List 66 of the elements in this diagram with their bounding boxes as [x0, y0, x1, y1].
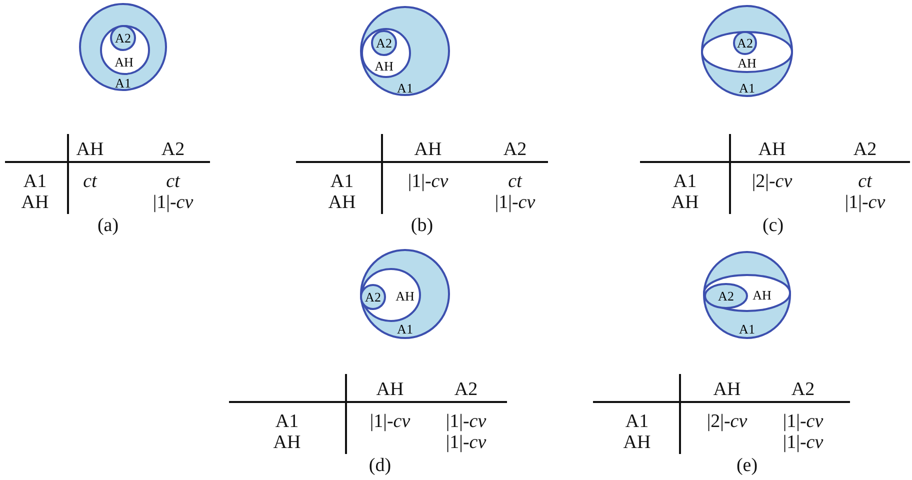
set-ellipse [701, 31, 793, 73]
set-ellipse [703, 274, 791, 312]
set-circle [360, 249, 450, 339]
row-header: A1 [673, 172, 697, 192]
row-header: A1 [330, 172, 354, 192]
column-header: AH [376, 380, 404, 400]
set-circle [100, 25, 150, 75]
set-circle [79, 3, 167, 91]
row-header: AH [21, 193, 49, 213]
table-cell: |1|-cv [494, 193, 536, 213]
row-header: A1 [625, 412, 649, 432]
table-cell: |1|-cv [446, 412, 486, 432]
panel-caption: (c) [762, 216, 784, 236]
table-cell: |1|-cv [782, 433, 824, 453]
table-cell: ct [858, 172, 872, 192]
row-header: A1 [275, 412, 299, 432]
column-header: AH [414, 140, 442, 160]
table-cell: |1|-cv [408, 172, 448, 192]
panel-caption: (e) [736, 456, 758, 476]
set-label: A1 [397, 82, 413, 94]
column-header: A2 [791, 380, 815, 400]
column-header: A2 [503, 140, 527, 160]
table-cell: |2|-cv [752, 172, 792, 192]
table-cell: |1|-cv [152, 193, 194, 213]
column-header: AH [76, 140, 104, 160]
set-ellipse [361, 268, 421, 322]
column-header: AH [713, 380, 741, 400]
table-cell: ct [83, 172, 97, 192]
column-header: AH [758, 140, 786, 160]
set-label: A2 [365, 290, 381, 304]
set-circle [360, 6, 450, 96]
row-header: AH [623, 433, 651, 453]
table-cell: |2|-cv [706, 412, 748, 432]
table-cell: ct [166, 172, 180, 192]
set-ellipse [704, 283, 748, 309]
column-header: A2 [853, 140, 877, 160]
panel-caption: (a) [97, 216, 119, 236]
table-cell: |1|-cv [446, 433, 486, 453]
set-label: A1 [115, 76, 131, 90]
table-cell: ct [508, 172, 522, 192]
set-circle [361, 28, 411, 78]
set-label: A2 [718, 290, 734, 302]
row-header: A1 [23, 172, 47, 192]
set-label: AH [114, 56, 134, 68]
set-label: AH [374, 60, 394, 72]
column-header: A2 [454, 380, 478, 400]
row-header: AH [328, 193, 356, 213]
column-header: A2 [161, 140, 185, 160]
panel-caption: (b) [410, 216, 434, 236]
set-circle [701, 5, 793, 97]
set-label: AH [396, 290, 414, 302]
panel-caption: (d) [368, 456, 392, 476]
table-cell: |1|-cv [370, 412, 410, 432]
table-cell: |1|-cv [844, 193, 886, 213]
set-label: A1 [739, 82, 755, 94]
set-label: A2 [115, 32, 131, 44]
row-header: AH [273, 433, 301, 453]
set-label: A2 [737, 36, 753, 50]
set-label: AH [738, 56, 756, 70]
row-header: AH [671, 193, 699, 213]
table-cell: |1|-cv [782, 412, 824, 432]
set-label: AH [752, 288, 772, 302]
set-circle [703, 251, 791, 339]
set-label: A2 [376, 36, 392, 50]
set-label: A1 [397, 322, 413, 336]
set-label: A1 [739, 322, 755, 336]
